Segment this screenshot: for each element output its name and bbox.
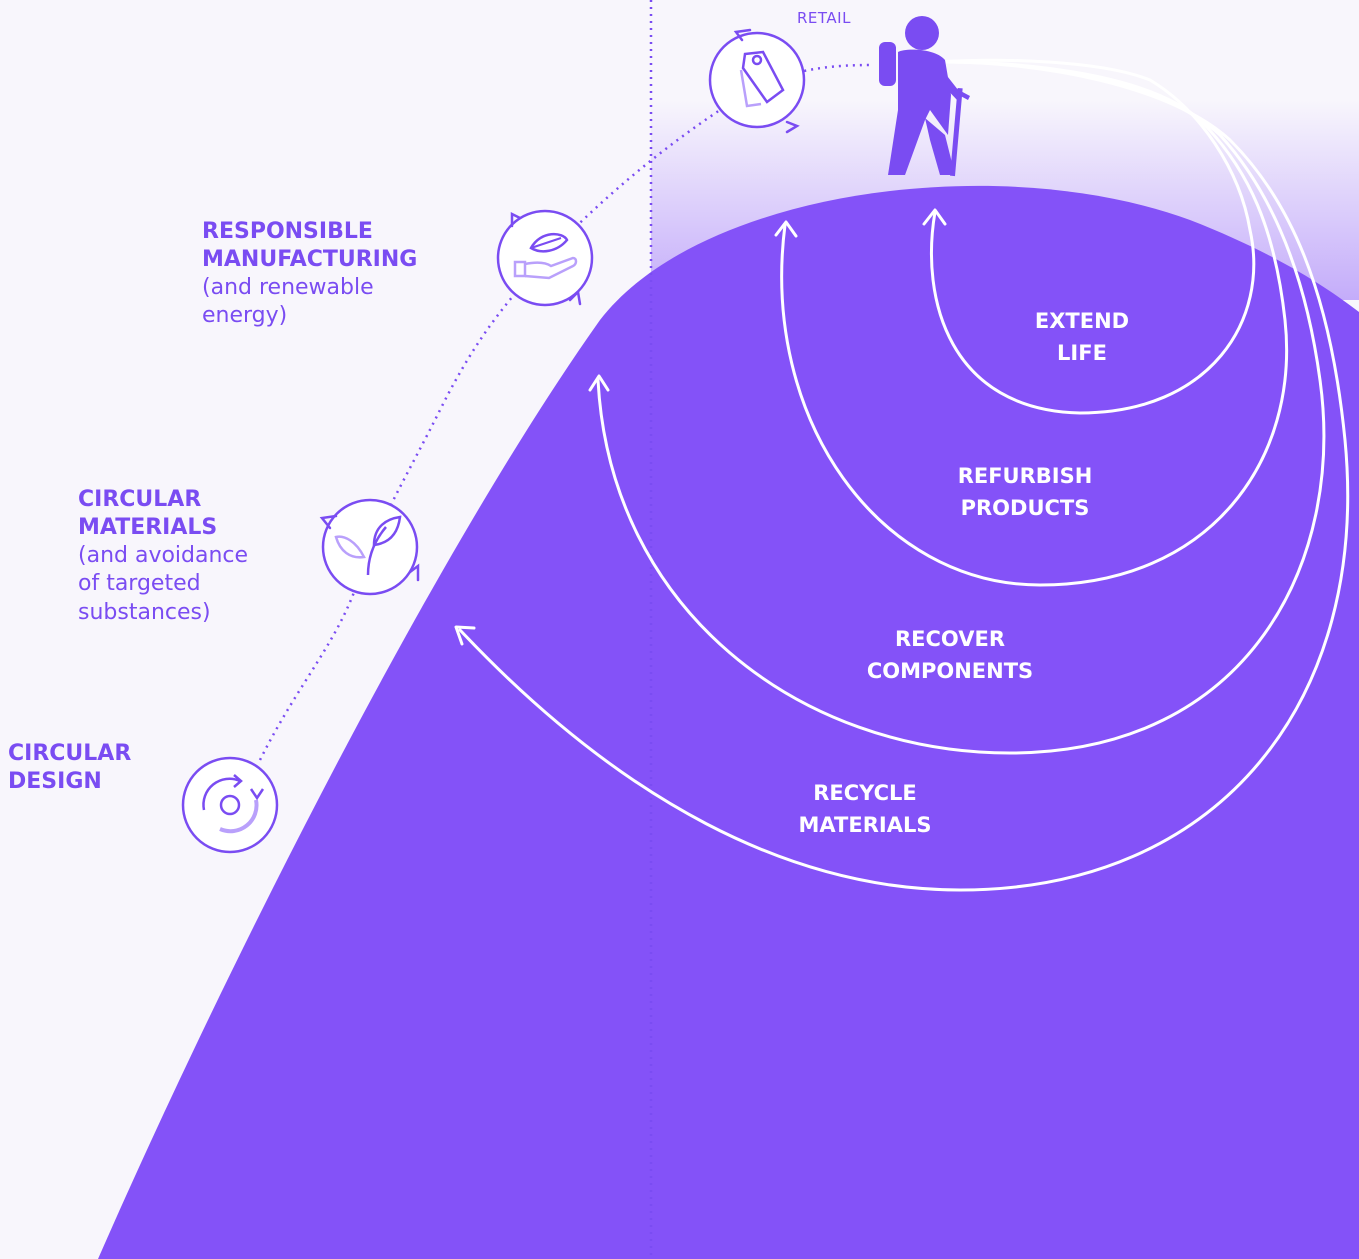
circular-design-icon [181,756,279,854]
extend-life-line-1: EXTEND [1034,309,1130,333]
refurbish-line-2: PRODUCTS [960,495,1090,520]
leaf-sprout-icon [321,498,419,596]
arrowhead-refurbish [774,220,798,238]
price-tag-icon [708,31,806,129]
circular-design-title-1: CIRCULAR [8,741,132,766]
loops [454,58,1350,892]
extend-life-line-2: LIFE [1057,340,1107,365]
label-circular-design: CIRCULAR DESIGN [8,740,131,796]
circular-materials-sub-1: (and avoidance [78,543,249,569]
hand-leaf-icon [496,209,594,307]
recover-line-2: COMPONENTS [866,658,1034,683]
hill-shape [98,185,1359,1259]
icon-cycle-arrows [319,28,800,582]
loop-refurbish-products [780,60,1289,587]
arrowhead-recover [588,374,610,392]
hiker-icon [879,16,970,177]
loop-recycle-materials [458,60,1350,892]
label-retail: RETAIL [797,9,851,27]
arrowhead-recycle [454,625,476,646]
circular-materials-title-1: CIRCULAR [78,487,202,512]
label-recover-components: RECOVER COMPONENTS [845,624,1055,687]
label-responsible-manufacturing: RESPONSIBLE MANUFACTURING (and renewable… [202,218,417,331]
loop-extend-life [929,58,1256,415]
circular-materials-sub-2: of targeted [78,571,201,597]
recycle-line-2: MATERIALS [798,812,932,837]
label-refurbish-products: REFURBISH PRODUCTS [935,461,1115,524]
recover-line-1: RECOVER [895,627,1005,651]
arrowhead-extend-life [922,208,947,226]
label-recycle-materials: RECYCLE MATERIALS [780,778,950,841]
responsible-manufacturing-sub-1: (and renewable [202,275,374,301]
circular-materials-sub-3: substances) [78,599,211,625]
responsible-manufacturing-title-1: RESPONSIBLE [202,219,373,244]
refurbish-line-1: REFURBISH [957,464,1093,488]
recycle-line-1: RECYCLE [813,781,917,805]
label-circular-materials: CIRCULAR MATERIALS (and avoidance of tar… [78,486,248,627]
circular-design-title-2: DESIGN [8,769,102,795]
circular-materials-title-2: MATERIALS [78,515,218,541]
label-extend-life: EXTEND LIFE [1012,306,1152,369]
responsible-manufacturing-title-2: MANUFACTURING [202,247,418,273]
responsible-manufacturing-sub-2: energy) [202,303,288,329]
